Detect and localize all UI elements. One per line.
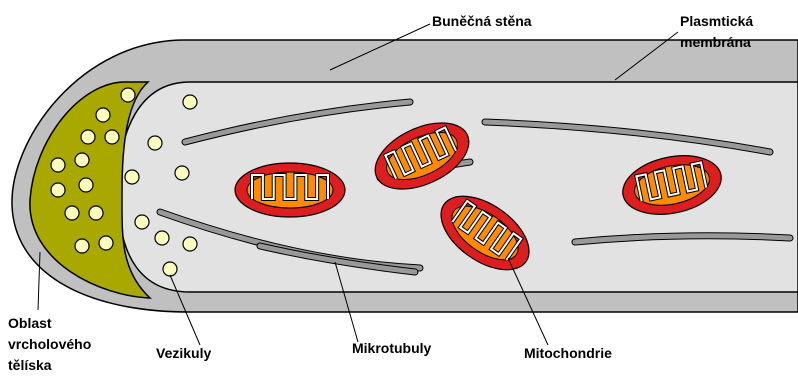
vesicle <box>105 130 119 144</box>
label-spitzenkorper-2: vrcholového <box>8 336 91 352</box>
vesicle <box>125 170 139 184</box>
vesicle <box>163 262 177 276</box>
vesicle <box>121 88 135 102</box>
vesicle <box>155 231 169 245</box>
vesicle <box>183 237 197 251</box>
vesicle <box>175 166 189 180</box>
vesicle <box>148 136 162 150</box>
label-vesicles: Vezikuly <box>156 345 211 361</box>
vesicle <box>75 239 89 253</box>
vesicle <box>79 178 93 192</box>
vesicle <box>51 183 65 197</box>
label-plasma-membrane-1: Plasmtická <box>680 13 753 29</box>
vesicle <box>135 215 149 229</box>
vesicle <box>81 130 95 144</box>
label-mitochondria: Mitochondrie <box>524 345 612 361</box>
vesicle <box>51 158 65 172</box>
label-spitzenkorper-1: Oblast <box>8 315 52 331</box>
label-cell-wall: Buněčná stěna <box>432 13 532 29</box>
vesicle <box>99 236 113 250</box>
vesicle <box>65 206 79 220</box>
label-microtubules: Mikrotubuly <box>352 340 432 356</box>
label-spitzenkorper-3: tělíska <box>8 357 52 373</box>
vesicle <box>96 108 110 122</box>
vesicle <box>183 95 197 109</box>
label-plasma-membrane-2: membrána <box>680 34 751 50</box>
vesicle <box>75 153 89 167</box>
mitochondrion <box>235 163 345 217</box>
vesicle <box>89 206 103 220</box>
